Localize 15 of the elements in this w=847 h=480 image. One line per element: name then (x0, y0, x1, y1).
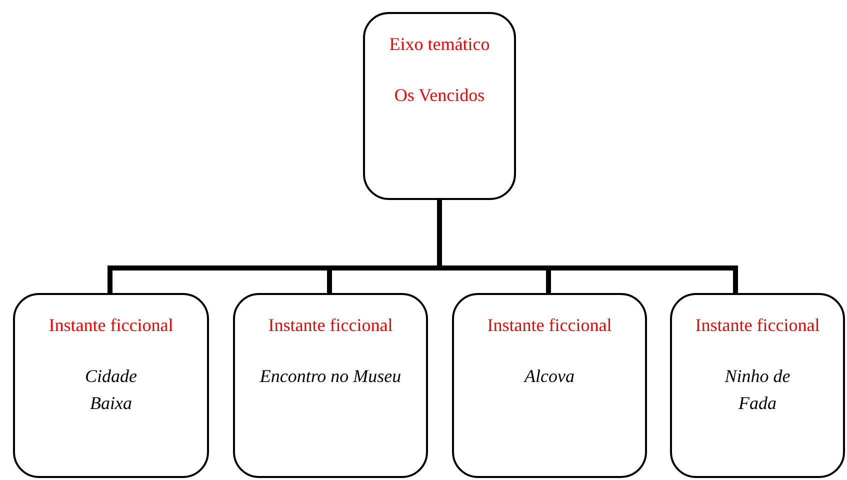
heading-text: Instante ficcional (267, 314, 394, 337)
heading-text: Instante ficcional (694, 314, 821, 337)
heading-text: Eixo temático (388, 33, 491, 56)
theme-title: Os Vencidos (393, 84, 486, 107)
heading-text: Instante ficcional (48, 314, 174, 337)
story-title: Encontro no Museu (258, 365, 402, 388)
story-title: Ninho de Fada (724, 365, 792, 415)
heading-text: Instante ficcional (486, 314, 613, 337)
rounded-box (670, 293, 845, 478)
rounded-box (233, 293, 428, 478)
story-title: Alcova (522, 365, 576, 388)
story-title: Cidade Baixa (84, 365, 138, 415)
rounded-box (13, 293, 209, 478)
rounded-box (452, 293, 647, 478)
rounded-box (363, 12, 516, 200)
